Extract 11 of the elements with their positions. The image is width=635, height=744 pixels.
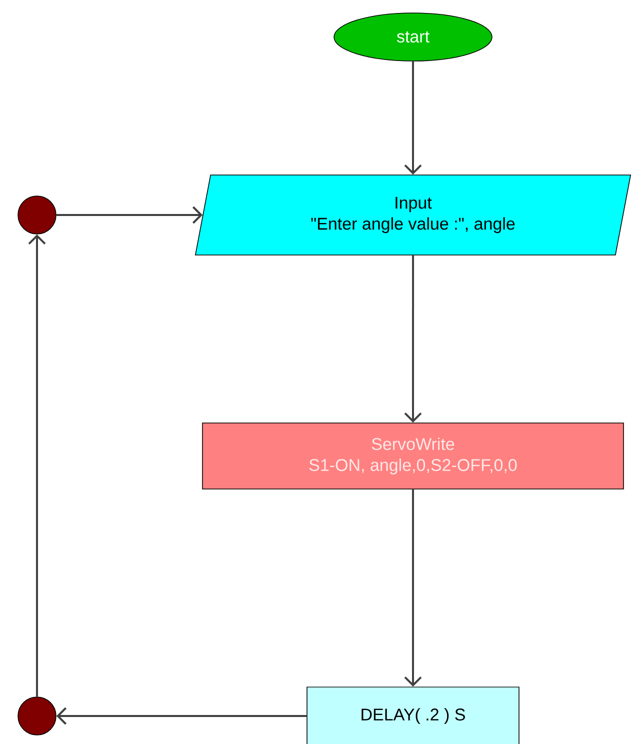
- arrow: [404, 255, 422, 423]
- arrow: [404, 489, 422, 687]
- arrow: [28, 234, 46, 697]
- process-box: DELAY( .2 ) S: [306, 686, 520, 744]
- connector-circle: [18, 196, 56, 234]
- input-parallelogram: Input "Enter angle value :", angle: [194, 174, 632, 256]
- arrow: [56, 707, 307, 725]
- connector-circle: [18, 696, 56, 736]
- arrow: [56, 206, 203, 224]
- process-box: ServoWrite S1-ON, angle,0,S2-OFF,0,0: [202, 422, 624, 490]
- arrow: [404, 61, 422, 175]
